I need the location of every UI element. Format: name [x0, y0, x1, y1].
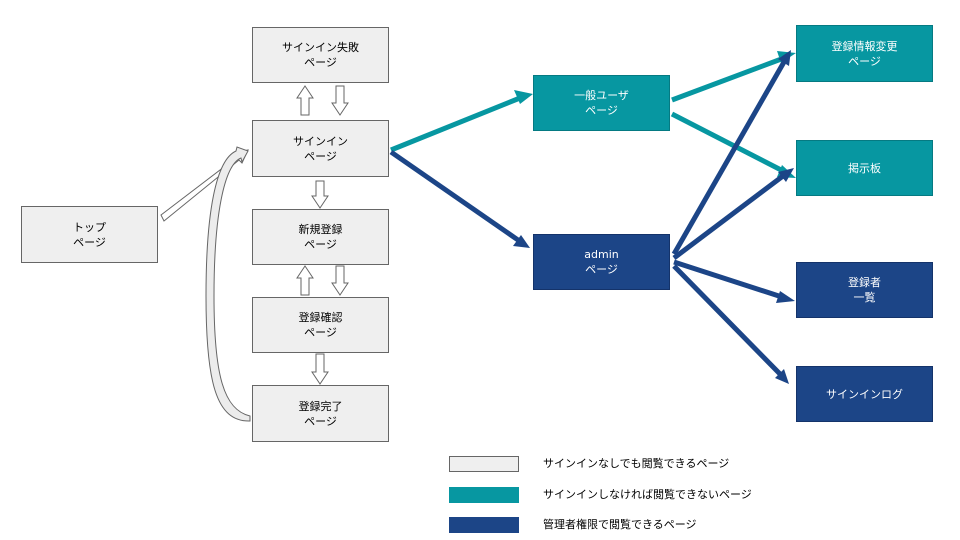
- node-user-list: 登録者 一覧: [796, 262, 933, 318]
- node-complete: 登録完了 ページ: [252, 385, 389, 442]
- node-register: 新規登録 ページ: [252, 209, 389, 265]
- arrowhead-general: [514, 90, 533, 104]
- arrowhead-admin: [513, 235, 530, 248]
- node-admin: admin ページ: [533, 234, 670, 290]
- node-signin-fail: サインイン失敗 ページ: [252, 27, 389, 83]
- legend-swatch-teal: [449, 487, 519, 503]
- node-label: トップ: [73, 220, 106, 234]
- arrowhead-user-list: [776, 291, 795, 303]
- node-label: 一般ユーザ: [574, 89, 629, 102]
- node-label: ページ: [304, 414, 337, 428]
- line-admin-to-signin-log: [672, 264, 782, 376]
- arrow-register-to-confirm: [331, 265, 349, 296]
- node-top: トップ ページ: [21, 206, 158, 263]
- line-signin-to-admin: [389, 149, 520, 243]
- node-bulletin: 掲示板: [796, 140, 933, 196]
- line-admin-to-edit: [671, 60, 787, 256]
- legend-label-navy: 管理者権限で閲覧できるページ: [543, 518, 697, 531]
- node-label: ページ: [585, 104, 618, 117]
- node-label: ページ: [73, 235, 106, 249]
- node-general-user: 一般ユーザ ページ: [533, 75, 670, 131]
- arrowhead-signin-log: [775, 369, 789, 384]
- node-label: 登録完了: [298, 399, 343, 413]
- legend-label-teal: サインインしなければ閲覧できないページ: [543, 488, 752, 501]
- line-general-to-edit: [671, 55, 785, 103]
- node-edit-info: 登録情報変更 ページ: [796, 25, 933, 82]
- arrowhead-bulletin-navy: [778, 168, 794, 182]
- node-label: 登録情報変更: [831, 39, 898, 53]
- node-label: ページ: [304, 56, 337, 69]
- arrow-signin-to-register: [311, 180, 329, 209]
- arrow-confirm-to-register: [296, 265, 314, 296]
- line-admin-to-user-list: [673, 259, 783, 300]
- line-signin-to-general: [390, 95, 521, 153]
- node-label: 登録確認: [298, 311, 343, 324]
- node-label: ページ: [304, 238, 337, 251]
- node-label: ページ: [585, 263, 618, 276]
- node-signin-log: サインインログ: [796, 366, 933, 422]
- node-signin: サインイン ページ: [252, 120, 389, 177]
- node-label: サインイン失敗: [282, 41, 359, 54]
- node-confirm: 登録確認 ページ: [252, 297, 389, 353]
- node-label: 登録者: [848, 276, 881, 289]
- node-label: ページ: [848, 54, 881, 68]
- node-label: ページ: [304, 149, 337, 163]
- line-general-to-bulletin: [670, 111, 787, 175]
- arrow-confirm-to-complete: [311, 353, 329, 385]
- node-label: 掲示板: [848, 161, 881, 175]
- legend-label-gray: サインインなしでも閲覧できるページ: [543, 457, 730, 470]
- node-label: 新規登録: [298, 223, 343, 236]
- node-label: admin: [584, 248, 619, 261]
- arrow-complete-to-signin: [205, 146, 251, 422]
- arrow-fail-to-signin: [296, 85, 314, 116]
- node-label: ページ: [304, 326, 337, 339]
- node-label: 一覧: [853, 291, 876, 304]
- legend-swatch-navy: [449, 517, 519, 533]
- node-label: サインインログ: [826, 387, 903, 401]
- arrow-signin-to-fail: [331, 85, 349, 116]
- node-label: サインイン: [293, 134, 348, 148]
- legend-swatch-gray: [449, 456, 519, 472]
- arrowhead-edit-navy: [778, 50, 791, 66]
- line-admin-to-bulletin: [672, 174, 785, 260]
